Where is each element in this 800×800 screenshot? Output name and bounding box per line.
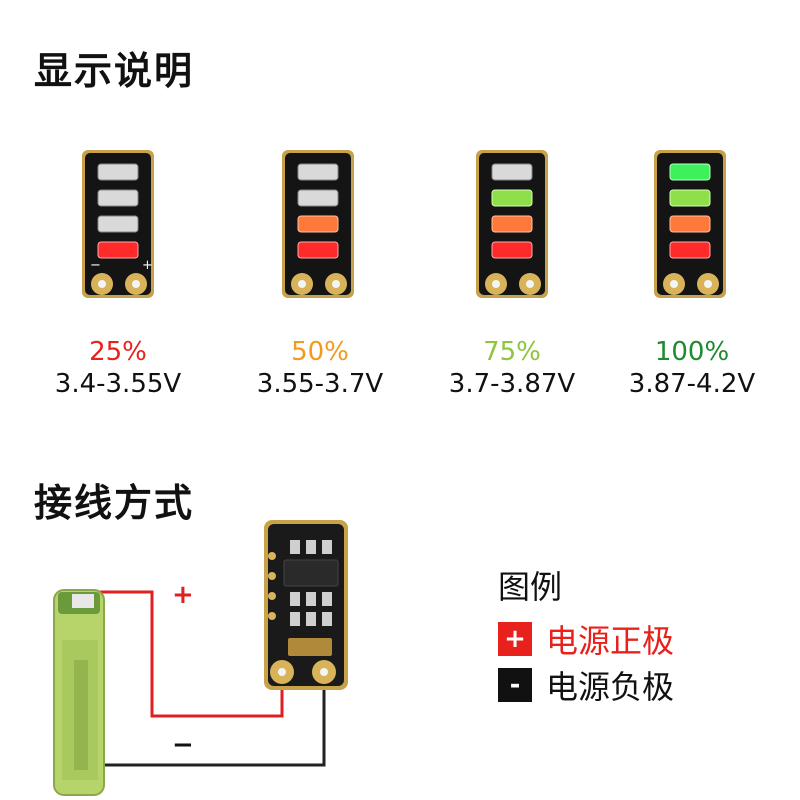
positive-wire-sign: + bbox=[172, 580, 194, 610]
positive-wire bbox=[96, 590, 284, 718]
level-25: 25% 3.4-3.55V bbox=[28, 336, 208, 400]
level-voltage-range: 3.4-3.55V bbox=[54, 369, 182, 399]
led-board-25 bbox=[80, 150, 156, 300]
legend-negative: - 电源负极 bbox=[498, 662, 674, 708]
positive-symbol-box: + bbox=[498, 622, 532, 656]
negative-symbol-box: - bbox=[498, 668, 532, 702]
legend-positive-label: 电源正极 bbox=[546, 622, 675, 660]
level-100: 100% 3.87-4.2V bbox=[602, 336, 782, 400]
led-board-75 bbox=[474, 150, 550, 300]
board-minus-label: − bbox=[90, 258, 101, 273]
legend-title: 图例 bbox=[498, 568, 563, 606]
led-board-50 bbox=[280, 150, 356, 300]
level-voltage-range: 3.7-3.87V bbox=[448, 369, 576, 399]
legend-positive: + 电源正极 bbox=[498, 616, 674, 662]
level-50: 50% 3.55-3.7V bbox=[230, 336, 410, 400]
level-75: 75% 3.7-3.87V bbox=[422, 336, 602, 400]
legend-negative-label: 电源负极 bbox=[546, 668, 675, 706]
level-percent: 75% bbox=[483, 337, 541, 367]
display-section-title: 显示说明 bbox=[34, 49, 195, 93]
negative-wire bbox=[96, 686, 326, 767]
level-percent: 25% bbox=[89, 337, 147, 367]
led-board-100 bbox=[652, 150, 728, 300]
wiring-section-title: 接线方式 bbox=[34, 481, 195, 525]
battery bbox=[53, 589, 105, 796]
level-voltage-range: 3.55-3.7V bbox=[256, 369, 384, 399]
board-plus-label: + bbox=[142, 258, 153, 273]
level-percent: 100% bbox=[654, 337, 730, 367]
level-percent: 50% bbox=[291, 337, 349, 367]
level-voltage-range: 3.87-4.2V bbox=[628, 369, 756, 399]
indicator-board-module bbox=[264, 520, 348, 690]
negative-wire-sign: − bbox=[172, 730, 194, 760]
